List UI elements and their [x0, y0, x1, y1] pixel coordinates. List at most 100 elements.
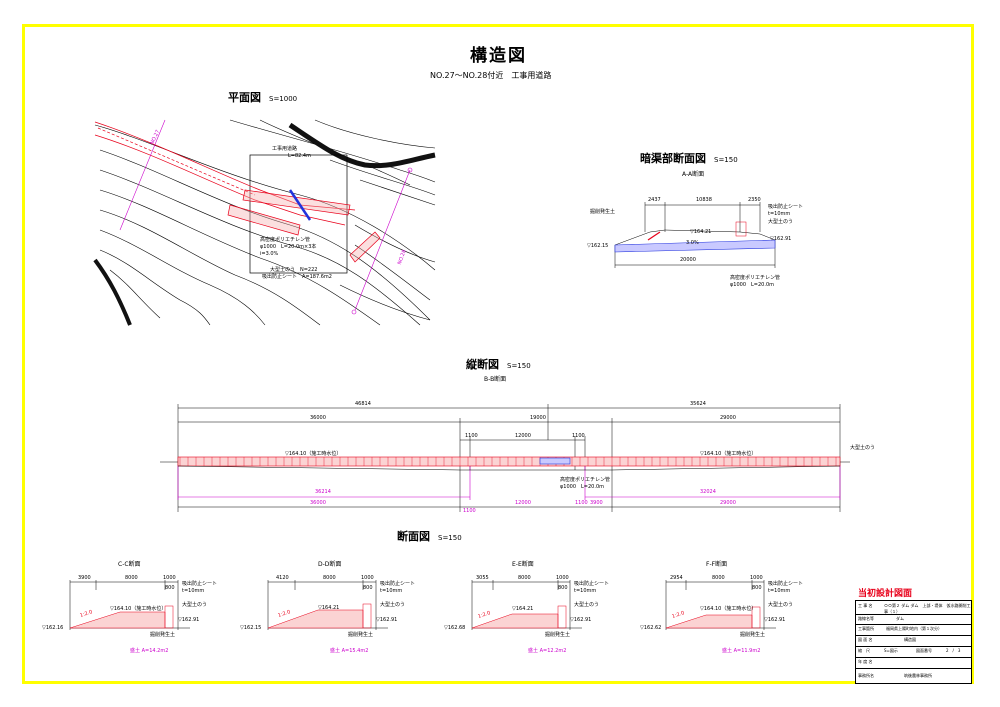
culvert-pipe — [614, 239, 776, 253]
sheet-thickness: t=10mm — [768, 588, 791, 594]
plan-road-length: L=82.4m — [288, 153, 311, 159]
long-dim-small2: 12000 — [515, 433, 531, 439]
culvert-wl-mid: ▽164.21 — [690, 229, 712, 235]
page-subtitle: NO.27～NO.28付近 工事用道路 — [430, 71, 552, 80]
longitudinal-section-label: B-B断面 — [484, 376, 507, 383]
culvert-dim-right: 2350 — [748, 197, 761, 203]
sandbag-label: 大型土のう — [574, 602, 600, 608]
sheet-label: 吸出防止シート — [768, 581, 804, 587]
wl-right: ▽162.91 — [376, 617, 398, 623]
dim-label: 8000 — [712, 575, 725, 581]
plan-pipe — [288, 189, 312, 221]
plan-sheet-label: 吸出防止シート A=187.6m2 — [262, 274, 332, 280]
long-dim-mag-right: 32024 — [700, 489, 716, 495]
wl-right: ▽162.91 — [570, 617, 592, 623]
long-pipe-spec: φ1000 L=20.0m — [560, 484, 605, 490]
dim-label: 800 — [165, 585, 175, 591]
wl-left: ▽162.16 — [42, 625, 64, 631]
sheet-thickness: t=10mm — [380, 588, 403, 594]
culvert-dim-bottom: 20000 — [680, 257, 696, 263]
plan-road-label: 工事用道路 — [272, 146, 298, 152]
soil-label: 掘削発生土 — [150, 632, 176, 638]
section-name: D-D断面 — [318, 561, 342, 568]
wl-mid: ▽164.10（施工時水位） — [700, 606, 757, 612]
section-name: E-E断面 — [512, 561, 534, 568]
culvert-sheet-label: 吸出防止シート — [768, 204, 804, 210]
plan-pipe-label: 高密度ポリエチレン管 — [260, 237, 311, 243]
long-dim-bot1: 36000 — [310, 500, 326, 506]
culvert-soil-label: 掘削発生土 — [590, 209, 616, 215]
tb-row: 路線名等ダム — [856, 614, 971, 625]
section-name: C-C断面 — [118, 561, 141, 568]
tb-row: 年 度 名 — [856, 657, 971, 669]
tb-row: 工事箇所福岡県上陽町地内（第１次分） — [856, 624, 971, 636]
long-dim-bot-small: 1100 — [463, 508, 476, 514]
culvert-dim-left: 2437 — [648, 197, 661, 203]
plan-pipe-slope: i=3.0% — [260, 251, 279, 257]
wl-left: ▽162.15 — [240, 625, 262, 631]
dim-label: 1000 — [750, 575, 763, 581]
long-dim-bot-small2: 1100 — [575, 500, 588, 506]
wl-mid: ▽164.21 — [318, 605, 340, 611]
wl-right: ▽162.91 — [764, 617, 786, 623]
dim-label: 1000 — [163, 575, 176, 581]
culvert-pipe-spec: φ1000 L=20.0m — [730, 282, 775, 288]
area-label: 盛土 A=11.9m2 — [722, 648, 761, 654]
sheet-label: 吸出防止シート — [574, 581, 610, 587]
page-title: 構造図 — [470, 46, 527, 66]
sheet-label: 吸出防止シート — [380, 581, 416, 587]
sandbag-label: 大型土のう — [182, 602, 208, 608]
dim-label: 4120 — [276, 575, 289, 581]
longitudinal-pipe — [539, 457, 571, 465]
sandbag-label: 大型土のう — [380, 602, 406, 608]
soil-label: 掘削発生土 — [545, 632, 571, 638]
long-wl-left: ▽164.10（施工時水位） — [285, 451, 342, 457]
design-stamp: 当初設計図面 — [858, 589, 913, 599]
long-dim-bot3: 3900 — [590, 500, 603, 506]
long-pipe-label: 高密度ポリエチレン管 — [560, 477, 611, 483]
dim-label: 2954 — [670, 575, 683, 581]
sheet-label: 吸出防止シート — [182, 581, 218, 587]
sheet-thickness: t=10mm — [574, 588, 597, 594]
dim-label: 3055 — [476, 575, 489, 581]
plan-view — [93, 119, 436, 326]
long-dim-total-right: 35624 — [690, 401, 706, 407]
wl-right: ▽162.91 — [178, 617, 200, 623]
soil-label: 掘削発生土 — [740, 632, 766, 638]
plan-station-lines — [119, 119, 413, 315]
culvert-section — [614, 202, 776, 268]
section-ff — [665, 580, 776, 630]
sandbag-label: 大型土のう — [768, 602, 794, 608]
long-dim-seg1: 36000 — [310, 415, 326, 421]
section-cc — [69, 580, 190, 630]
long-dim-seg3: 29000 — [720, 415, 736, 421]
culvert-sandbag-label: 大型土のう — [768, 219, 794, 225]
wl-mid: ▽164.10（施工時水位） — [110, 606, 167, 612]
long-dim-bot2: 12000 — [515, 500, 531, 506]
wl-mid: ▽164.21 — [512, 606, 534, 612]
wl-left: ▽162.68 — [444, 625, 466, 631]
cross-sections — [69, 580, 776, 630]
culvert-wl-left: ▽162.15 — [587, 243, 609, 249]
longitudinal-mag-dims — [177, 465, 841, 500]
section-ee — [471, 580, 582, 630]
wl-left: ▽162.62 — [640, 625, 662, 631]
section-name: F-F断面 — [706, 561, 728, 568]
dim-label: 8000 — [125, 575, 138, 581]
dim-label: 800 — [558, 585, 568, 591]
tb-row: 図 面 名構造図 — [856, 635, 971, 647]
dim-label: 8000 — [323, 575, 336, 581]
plan-road — [94, 121, 381, 263]
longitudinal-fill — [177, 456, 841, 467]
dim-label: 8000 — [518, 575, 531, 581]
tb-row: 事務所名筑後農林事務所 — [858, 673, 932, 678]
culvert-wl-right: ▽162.91 — [770, 236, 792, 242]
long-wl-right: ▽164.10（施工時水位） — [700, 451, 757, 457]
soil-label: 掘削発生土 — [348, 632, 374, 638]
section-dd — [267, 580, 388, 630]
